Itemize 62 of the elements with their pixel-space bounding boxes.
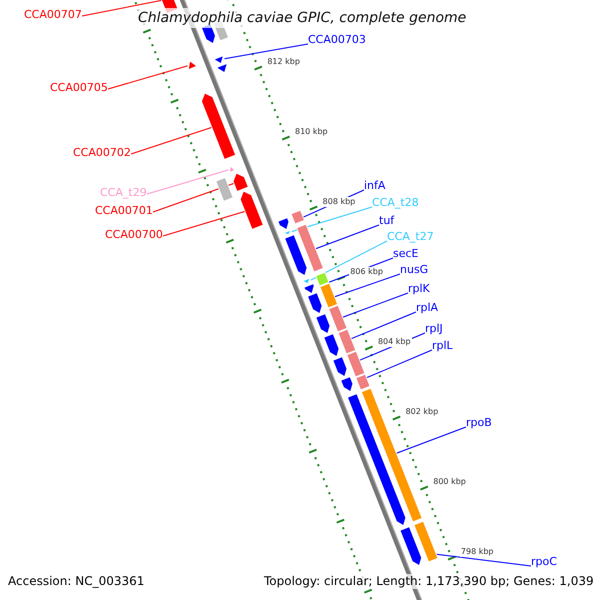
- gene-feature: [340, 374, 370, 392]
- gene-label: CCA_t29: [100, 186, 147, 199]
- gene-label: tuf: [379, 214, 394, 227]
- leader-line: [130, 126, 212, 154]
- scale-label: 808 kbp: [322, 197, 356, 208]
- gene-label: rplL: [432, 339, 453, 352]
- leader-line: [366, 350, 432, 378]
- gene-label: infA: [364, 179, 386, 192]
- gene-feature: [214, 55, 228, 74]
- leader-line: [350, 312, 416, 340]
- gene-label: CCA00702: [73, 146, 131, 159]
- gene-label: secE: [393, 247, 418, 260]
- gene-feature: [284, 224, 324, 276]
- gene-label: rpoC: [531, 555, 557, 568]
- leader-line: [224, 44, 308, 60]
- leader-line: [146, 169, 230, 194]
- leader-line: [334, 274, 400, 298]
- gene-block: [215, 177, 234, 202]
- footer-text: Topology: circular; Length: 1,173,390 bp; Genes: 1,039: [262, 574, 596, 589]
- scale-label: 800 kbp: [432, 477, 467, 488]
- gene-feature: [188, 60, 197, 70]
- leader-line: [436, 554, 532, 566]
- leader-line: [108, 65, 188, 90]
- leader-line: [291, 206, 372, 232]
- gene-label: CCA00701: [95, 204, 153, 217]
- scale-label: 802 kbp: [404, 407, 440, 418]
- footer-text: Accession: NC_003361: [6, 574, 146, 589]
- gene-label: CCA_t27: [387, 230, 434, 243]
- leader-line: [310, 240, 388, 281]
- gene-label: rplA: [416, 301, 438, 314]
- gene-label: rplK: [408, 282, 430, 295]
- gene-feature: [400, 520, 438, 566]
- leader-line: [152, 182, 234, 212]
- gene-feature: [347, 388, 423, 526]
- leader-line: [162, 210, 246, 236]
- gene-label: CCA00700: [105, 228, 163, 241]
- gene-feature: [315, 304, 348, 334]
- leader-line: [342, 292, 408, 318]
- gene-label: nusG: [400, 263, 428, 276]
- gene-feature: [232, 172, 249, 192]
- gene-label: CCA_t28: [372, 196, 419, 209]
- gene-feature: [277, 210, 305, 230]
- gene-feature: [201, 92, 236, 160]
- leader-line: [82, 0, 162, 16]
- gene-feature: [240, 190, 264, 230]
- gene-label: CCA00703: [308, 33, 366, 46]
- gene-label: CCA00705: [50, 81, 108, 94]
- scale-label: 798 kbp: [460, 547, 495, 558]
- gene-label: rpoB: [466, 416, 492, 429]
- scale-label: 804 kbp: [376, 337, 412, 348]
- gene-feature: [304, 272, 330, 294]
- scale-label: 810 kbp: [294, 127, 329, 138]
- gene-label: rplJ: [425, 322, 443, 335]
- gene-feature: [323, 328, 356, 358]
- scale-label: 806 kbp: [349, 267, 384, 278]
- scale-label: 812 kbp: [266, 57, 301, 68]
- gene-feature: [307, 282, 338, 314]
- gene-label: CCA00707: [24, 8, 82, 21]
- gene-feature: [332, 350, 366, 378]
- gene-feature: [229, 166, 236, 173]
- leader-line: [315, 224, 380, 250]
- leader-line: [396, 426, 466, 454]
